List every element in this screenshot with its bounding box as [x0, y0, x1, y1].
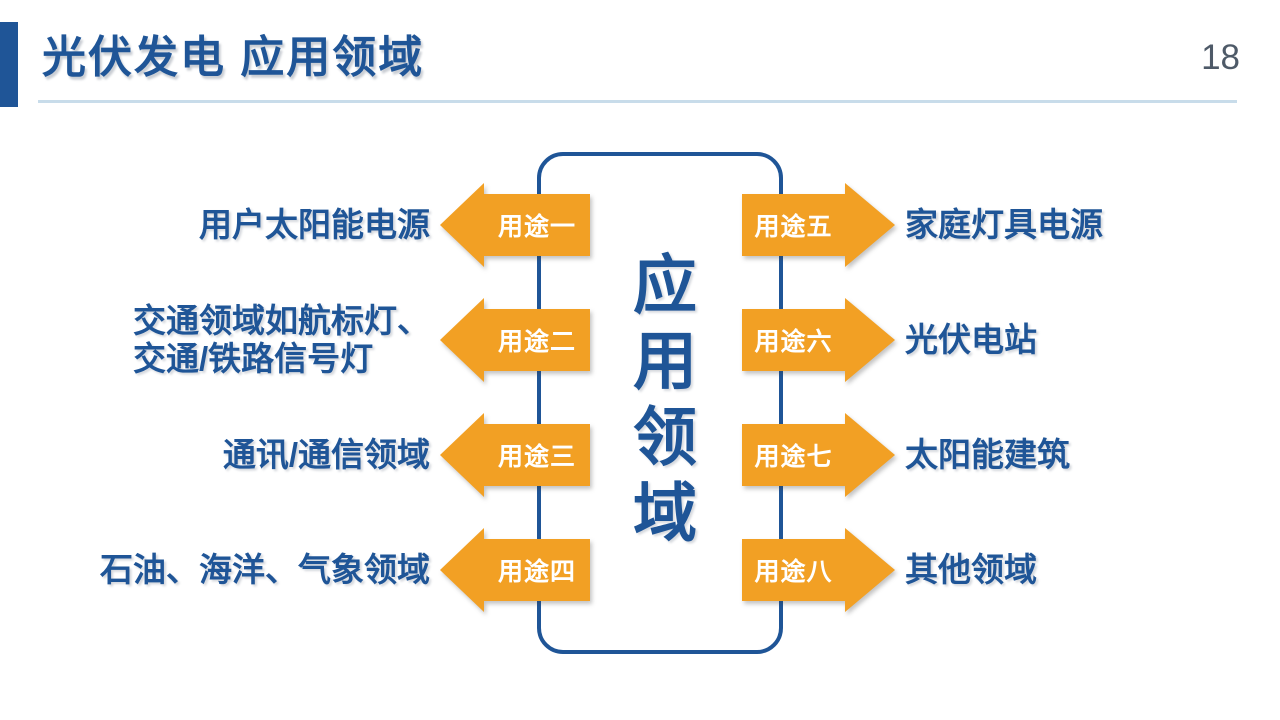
title-divider: [38, 100, 1237, 103]
center-label: 应用领域: [624, 251, 696, 555]
arrow-left-icon: 用途三: [440, 413, 590, 497]
usage-label-1: 用户太阳能电源: [55, 180, 430, 270]
usage-label-2: 交通领域如航标灯、 交通/铁路信号灯: [55, 295, 430, 385]
usage-label-5-line: 家庭灯具电源: [905, 205, 1103, 243]
usage-label-2-line: 交通/铁路信号灯: [133, 340, 374, 377]
usage-label-8: 其他领域: [905, 525, 1265, 615]
usage-label-3-line: 通讯/通信领域: [222, 435, 430, 473]
usage-label-8-line: 其他领域: [905, 550, 1037, 588]
usage-tag-1: 用途一: [440, 183, 590, 267]
arrow-right-icon: 用途八: [742, 528, 895, 612]
usage-label-7-line: 太阳能建筑: [905, 435, 1070, 473]
usage-label-6-line: 光伏电站: [905, 320, 1037, 358]
arrow-right-icon: 用途七: [742, 413, 895, 497]
arrow-right-icon: 用途五: [742, 183, 895, 267]
usage-tag-7: 用途七: [742, 413, 895, 497]
usage-label-2-line: 交通领域如航标灯、: [133, 301, 430, 339]
usage-label-3: 通讯/通信领域: [55, 410, 430, 500]
usage-tag-6: 用途六: [742, 298, 895, 382]
arrow-left-icon: 用途一: [440, 183, 590, 267]
arrow-left-icon: 用途二: [440, 298, 590, 382]
arrow-left-icon: 用途四: [440, 528, 590, 612]
usage-tag-5: 用途五: [742, 183, 895, 267]
usage-label-5: 家庭灯具电源: [905, 180, 1265, 270]
page-title: 光伏发电 应用领域: [42, 33, 425, 82]
arrow-right-icon: 用途六: [742, 298, 895, 382]
title-accent-bar: [0, 22, 18, 107]
usage-label-7: 太阳能建筑: [905, 410, 1265, 500]
usage-label-1-line: 用户太阳能电源: [199, 205, 430, 243]
usage-tag-3: 用途三: [440, 413, 590, 497]
usage-tag-4: 用途四: [440, 528, 590, 612]
usage-label-4: 石油、海洋、气象领域: [55, 525, 430, 615]
usage-label-6: 光伏电站: [905, 295, 1265, 385]
usage-tag-8: 用途八: [742, 528, 895, 612]
page-number: 18: [1201, 38, 1240, 77]
usage-tag-2: 用途二: [440, 298, 590, 382]
usage-label-4-line: 石油、海洋、气象领域: [100, 550, 430, 588]
